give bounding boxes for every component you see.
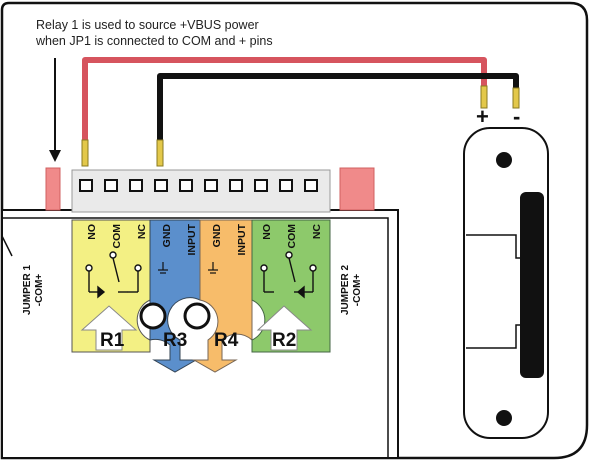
jumper-1-pins: -COM+ bbox=[34, 274, 45, 307]
relay-4-block bbox=[192, 219, 253, 373]
board-inner-border bbox=[1, 217, 389, 459]
jumper-2-pins: -COM+ bbox=[352, 274, 363, 307]
pin-hole bbox=[304, 179, 318, 192]
pin-hole bbox=[154, 179, 168, 192]
jumper-1-block bbox=[45, 167, 61, 211]
relay-1-contacts bbox=[85, 251, 142, 299]
door-strike bbox=[463, 127, 549, 439]
jumper-2-title: JUMPER 2 bbox=[340, 265, 351, 315]
note-line-1: Relay 1 is used to source +VBUS power bbox=[36, 18, 259, 32]
terminal-label-no: NO bbox=[86, 224, 98, 240]
pin-hole bbox=[254, 179, 268, 192]
pin-header bbox=[71, 169, 331, 213]
relay-label-r4: R4 bbox=[214, 330, 239, 351]
relay-2-contacts bbox=[260, 251, 317, 299]
terminal-label-input: INPUT bbox=[186, 223, 198, 255]
pin-hole bbox=[104, 179, 118, 192]
terminal-label-no: NO bbox=[261, 224, 273, 240]
note-line-2: when JP1 is connected to COM and + pins bbox=[35, 34, 273, 48]
r1-up-arrow-icon bbox=[80, 305, 138, 351]
ground-icon bbox=[208, 262, 218, 274]
edge-tick bbox=[1, 235, 13, 257]
terminal-label-com: COM bbox=[111, 224, 123, 249]
black-wire bbox=[157, 73, 519, 145]
pin-hole bbox=[204, 179, 218, 192]
relay-label-r3: R3 bbox=[163, 330, 187, 351]
plus-label: + bbox=[476, 104, 489, 129]
ring-left bbox=[139, 302, 167, 330]
terminal-label-gnd: GND bbox=[161, 224, 173, 248]
pin-hole bbox=[179, 179, 193, 192]
terminal-label-com: COM bbox=[286, 224, 298, 249]
terminal-label-nc: NC bbox=[311, 224, 323, 240]
minus-label: - bbox=[513, 104, 520, 129]
relay-label-r2: R2 bbox=[272, 330, 296, 351]
jumper-2-label: JUMPER 2 -COM+ bbox=[340, 265, 363, 315]
ring-right bbox=[183, 302, 211, 330]
jumper-1-title: JUMPER 1 bbox=[22, 265, 33, 315]
relay-label-r1: R1 bbox=[100, 330, 125, 351]
jumper-2-block bbox=[339, 167, 375, 211]
r2-up-arrow-icon bbox=[256, 305, 313, 351]
black-wire-tip-left bbox=[156, 139, 164, 167]
pin-hole bbox=[229, 179, 243, 192]
pin-hole bbox=[129, 179, 143, 192]
pin-hole bbox=[79, 179, 93, 192]
red-wire-tip-left bbox=[81, 139, 89, 167]
terminal-label-nc: NC bbox=[136, 224, 148, 240]
terminal-label-gnd: GND bbox=[211, 224, 223, 248]
terminal-label-input: INPUT bbox=[236, 223, 248, 255]
relay-3-block bbox=[149, 219, 201, 373]
pin-hole bbox=[279, 179, 293, 192]
black-wire-tip-right bbox=[512, 87, 520, 109]
red-wire-tip-right bbox=[480, 85, 488, 109]
ground-icon bbox=[158, 262, 168, 274]
jumper-1-label: JUMPER 1 -COM+ bbox=[22, 265, 45, 315]
down-arrow-icon bbox=[49, 58, 61, 162]
